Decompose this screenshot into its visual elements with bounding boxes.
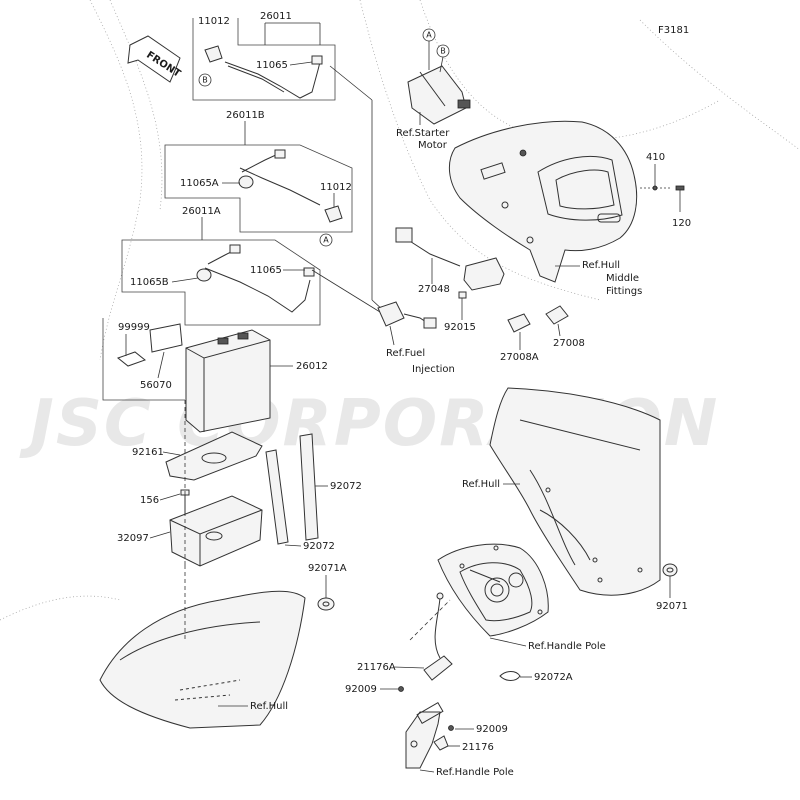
svg-text:B: B: [440, 47, 446, 56]
terminal-cap-icon: [204, 45, 223, 63]
ref-fuel-line2: Injection: [412, 364, 455, 375]
connector-icon: [274, 149, 286, 159]
ref-hull-mid-line3: Fittings: [606, 286, 642, 297]
label-11065-top: 11065: [256, 60, 288, 71]
harness-26011A-group: [121, 239, 321, 326]
harness-26011-group: B: [192, 18, 336, 101]
ref-hull-right: Ref.Hull: [462, 479, 500, 490]
starter-motor-group: A B: [407, 28, 471, 125]
relay-group: [395, 227, 505, 299]
clamp-icon: [433, 735, 449, 751]
nut-icon: [458, 291, 467, 299]
hull-right-group: [489, 387, 678, 596]
ref-handle-pole-2: Ref.Handle Pole: [436, 767, 514, 778]
fuse-group: [507, 305, 569, 333]
hull-middle-fittings-group: [448, 120, 638, 283]
label-26011B: 26011B: [226, 110, 265, 121]
label-27008A: 27008A: [500, 352, 539, 363]
clamp-icon: [423, 655, 453, 681]
label-26012: 26012: [296, 361, 328, 372]
assembly-guides: [184, 400, 451, 641]
battery-case-group: [169, 489, 263, 567]
label-92009-a: 92009: [345, 684, 377, 695]
ref-hull-mid-line1: Ref.Hull: [582, 260, 620, 271]
label-11065-mid: 11065: [250, 265, 282, 276]
callout-b-top: [198, 73, 212, 87]
grommet-icon: [662, 563, 678, 577]
relay-icon: [463, 257, 505, 291]
screw-icon: [398, 686, 404, 692]
label-11065B: 11065B: [130, 277, 169, 288]
label-92072A: 92072A: [534, 672, 573, 683]
terminal-boot-icon: [303, 267, 315, 277]
label-56070: 56070: [140, 380, 172, 391]
label-11012-mid: 11012: [320, 182, 352, 193]
label-92071A: 92071A: [308, 563, 347, 574]
callout-a-mid: [319, 233, 333, 247]
svg-text:B: B: [202, 76, 208, 85]
terminal-cap-icon: [196, 268, 212, 282]
hull-bottom-group: [99, 590, 335, 729]
ref-fuel-line1: Ref.Fuel: [386, 348, 425, 359]
battery-group: [102, 318, 271, 433]
handle-pole-lower-group: [405, 701, 454, 769]
svg-text:A: A: [426, 31, 432, 40]
grommet-icon: [317, 597, 335, 611]
label-156: 156: [140, 495, 159, 506]
svg-text:A: A: [323, 236, 329, 245]
ref-hull-mid-line2: Middle: [606, 273, 639, 284]
label-11065A: 11065A: [180, 178, 219, 189]
label-26011A: 26011A: [182, 206, 221, 217]
harness-26011B-group: A: [164, 144, 353, 247]
clip-ring-icon: [499, 671, 521, 681]
fuse-icon: [545, 305, 569, 325]
terminal-cap-icon: [238, 175, 254, 189]
handle-pole-group: [434, 543, 549, 659]
label-sticker-icon: [149, 323, 183, 353]
label-27048: 27048: [418, 284, 450, 295]
label-21176A: 21176A: [357, 662, 396, 673]
strap-short: [265, 449, 289, 545]
connector-icon: [395, 227, 413, 243]
label-92072-b: 92072: [303, 541, 335, 552]
label-11012-top: 11012: [198, 16, 230, 27]
ref-handle-pole-1: Ref.Handle Pole: [528, 641, 606, 652]
ref-hull-bottom: Ref.Hull: [250, 701, 288, 712]
strap-group: [265, 433, 319, 545]
label-92071: 92071: [656, 601, 688, 612]
fuse-icon: [507, 313, 531, 333]
label-26011: 26011: [260, 11, 292, 22]
sticker-small-icon: [116, 351, 147, 367]
label-92072-a: 92072: [330, 481, 362, 492]
figure-code: F3181: [658, 25, 689, 36]
ref-starter-line1: Ref.Starter: [396, 128, 450, 139]
clip-group: [398, 655, 521, 692]
background-stipple: [0, 0, 800, 621]
screw-icon: [448, 725, 454, 731]
terminal-boot-icon: [311, 55, 323, 65]
label-32097: 32097: [117, 533, 149, 544]
label-120: 120: [672, 218, 691, 229]
label-92015: 92015: [444, 322, 476, 333]
strap-long: [299, 433, 319, 541]
label-92161: 92161: [132, 447, 164, 458]
battery-mat-group: [165, 431, 263, 481]
label-410: 410: [646, 152, 665, 163]
label-92009-b: 92009: [476, 724, 508, 735]
ref-starter-line2: Motor: [418, 140, 448, 151]
label-27008: 27008: [553, 338, 585, 349]
fuel-injection-connector: [377, 301, 437, 329]
label-99999: 99999: [118, 322, 150, 333]
label-21176: 21176: [462, 742, 494, 753]
connector-icon: [229, 244, 241, 254]
front-arrow-icon: FRONT: [127, 35, 182, 83]
